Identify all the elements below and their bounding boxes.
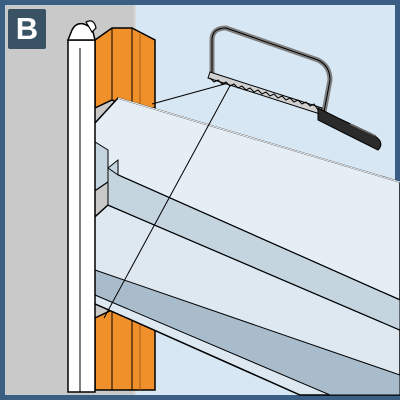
hacksaw-icon xyxy=(207,25,382,151)
trim-board xyxy=(74,97,400,396)
step-label: B xyxy=(8,9,46,49)
wood-strip-top xyxy=(94,27,156,110)
vinyl-trim xyxy=(66,20,97,393)
cut-guide-lines xyxy=(103,81,233,319)
